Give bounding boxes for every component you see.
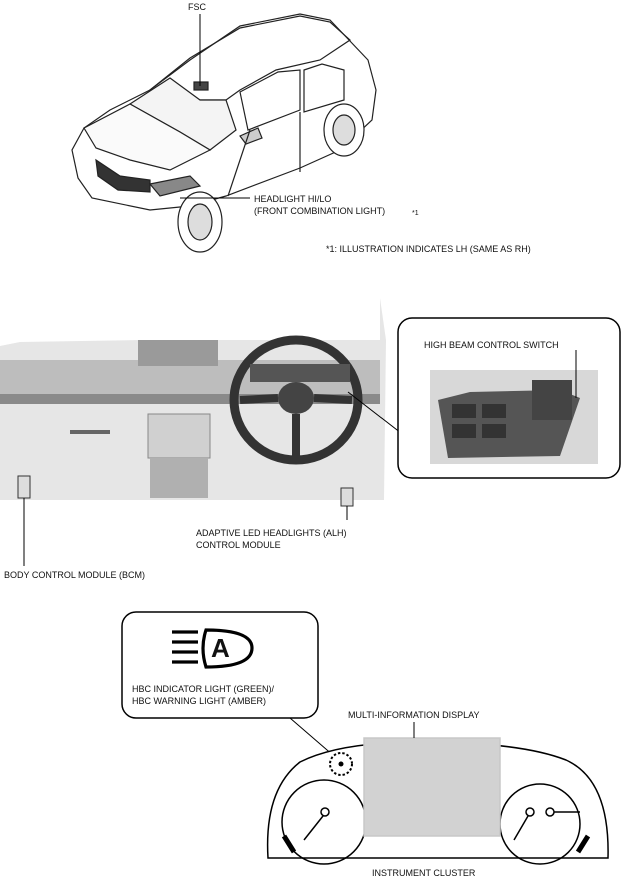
headlight-label-line2: (FRONT COMBINATION LIGHT) [254, 206, 386, 216]
indicator-callout [121, 611, 335, 757]
hbc-symbol-letter: A [211, 633, 230, 663]
headlight-label-line1: HEADLIGHT HI/LO [254, 194, 332, 204]
illustration-note: *1: ILLUSTRATION INDICATES LH (SAME AS R… [326, 244, 531, 254]
hbc-switch-label: HIGH BEAM CONTROL SWITCH [424, 340, 559, 350]
indicator-label-line1: HBC INDICATOR LIGHT (GREEN)/ [132, 684, 275, 694]
note-marker: *1 [412, 210, 419, 217]
hbc-indicator-icon [172, 628, 254, 669]
instrument-cluster [266, 737, 609, 865]
mid-label: MULTI-INFORMATION DISPLAY [348, 710, 480, 720]
car-illustration [71, 13, 377, 253]
fsc-label: FSC [188, 2, 206, 12]
bcm-label: BODY CONTROL MODULE (BCM) [4, 570, 146, 580]
instrument-cluster-label: INSTRUMENT CLUSTER [372, 868, 476, 878]
alh-label-line2: CONTROL MODULE [196, 540, 281, 550]
dashboard-illustration [0, 298, 386, 507]
indicator-label-line2: HBC WARNING LIGHT (AMBER) [132, 696, 267, 706]
hbc-switch-callout [347, 317, 621, 479]
alh-label-line1: ADAPTIVE LED HEADLIGHTS (ALH) [196, 528, 347, 538]
